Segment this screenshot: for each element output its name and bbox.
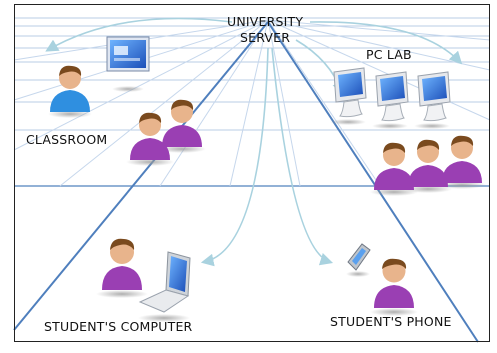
grid-roads <box>13 21 479 343</box>
connection-arrows <box>45 17 463 267</box>
mobile-phone-icon <box>346 243 371 277</box>
server-label-line2: SERVER <box>240 30 291 45</box>
grid-radial <box>13 19 491 187</box>
presentation-screen-icon <box>106 36 150 92</box>
student-phone-label: STUDENT'S PHONE <box>330 314 452 329</box>
person-purple-icon <box>126 112 174 166</box>
classroom-label: CLASSROOM <box>26 132 108 147</box>
person-purple-icon <box>158 99 206 153</box>
desktop-computer-icon <box>330 67 367 125</box>
desktop-computer-icon <box>372 71 409 129</box>
pc-lab-label: PC LAB <box>366 47 412 62</box>
person-purple-icon <box>370 258 418 316</box>
arrow-to-student-phone <box>271 47 334 266</box>
diagram-frame <box>14 4 490 342</box>
person-purple-icon <box>370 142 418 196</box>
server-label-line1: UNIVERSITY <box>227 14 304 29</box>
person-purple-icon <box>404 139 452 193</box>
arrow-to-student-computer <box>200 47 269 267</box>
arrow-to-pc-lab <box>309 21 463 65</box>
person-purple-icon <box>438 135 486 189</box>
arrow-to-classroom <box>45 17 233 52</box>
student-computer-label: STUDENT'S COMPUTER <box>44 319 193 334</box>
person-blue-icon <box>48 65 92 118</box>
laptop-icon <box>138 251 191 322</box>
desktop-computer-icon <box>414 71 451 129</box>
person-purple-icon <box>96 238 148 298</box>
